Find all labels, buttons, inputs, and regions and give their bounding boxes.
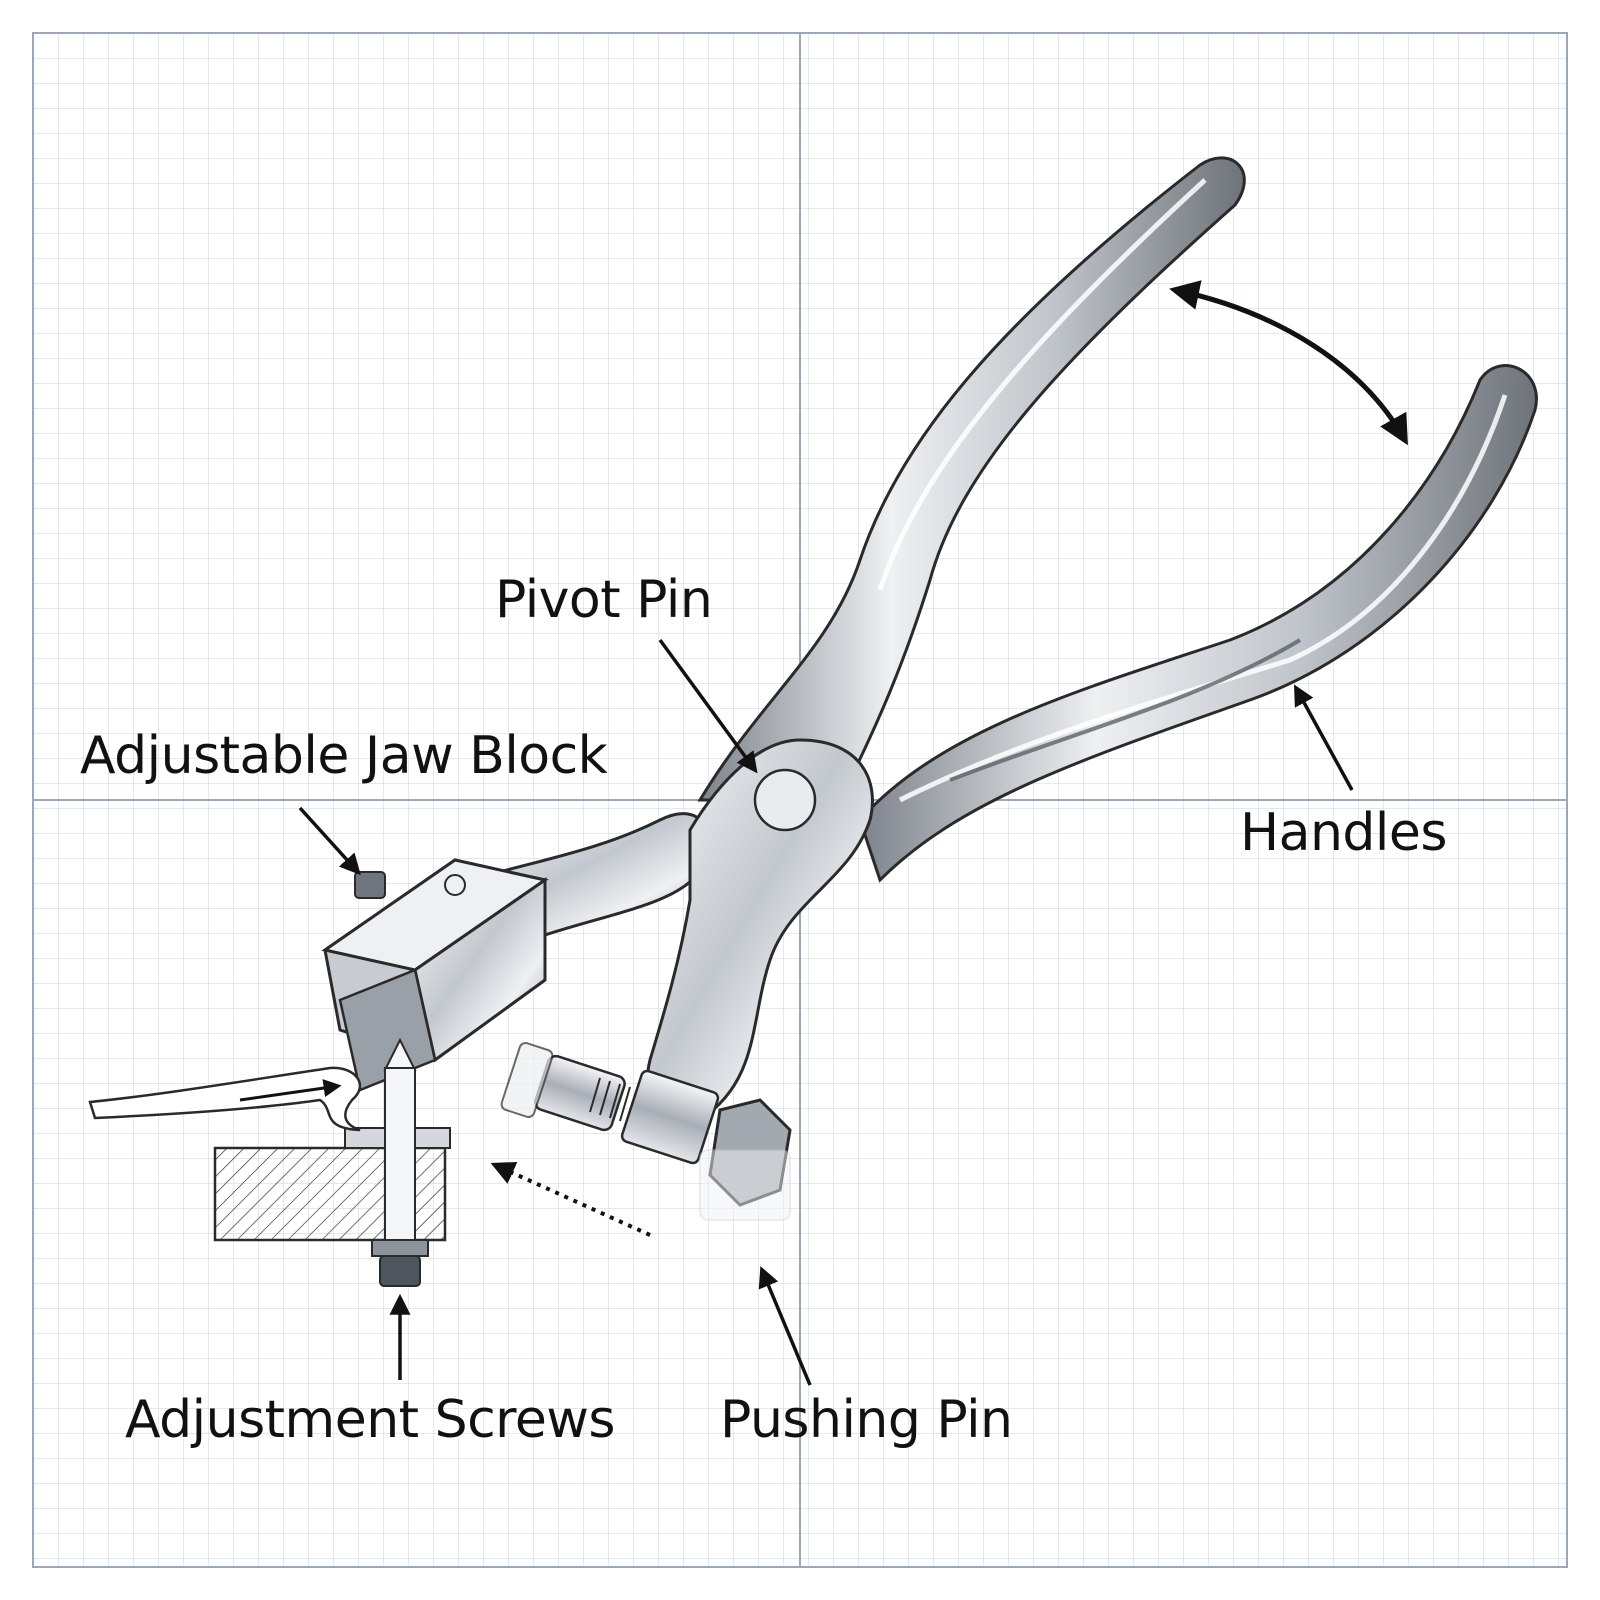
upper-handle: [697, 156, 1246, 802]
jaw-block-set-screw: [354, 871, 386, 899]
pivot-body: [645, 738, 874, 1127]
adjustment-screw: [371, 1037, 429, 1287]
pushing-pin-label: Pushing Pin: [720, 1390, 1013, 1450]
workpiece-strip: [88, 1066, 362, 1132]
handles-leader: [1293, 684, 1354, 791]
handles-label: Handles: [1240, 803, 1447, 863]
pushing-pin-leader: [758, 1266, 812, 1386]
adjustment-screws-label: Adjustment Screws: [125, 1390, 616, 1450]
adjustable-jaw-block: [321, 858, 549, 1092]
handle-swing-arrow: [1169, 280, 1408, 446]
pushing-pin: [500, 1042, 792, 1221]
pivot-pin-label: Pivot Pin: [495, 570, 713, 630]
pushing-direction-arrow: [490, 1161, 651, 1237]
pivot-pin: [753, 768, 817, 832]
pivot-pin-leader: [658, 638, 758, 774]
adjustable-jaw-block-label: Adjustable Jaw Block: [80, 726, 608, 786]
jaw-block-leader: [298, 806, 361, 876]
